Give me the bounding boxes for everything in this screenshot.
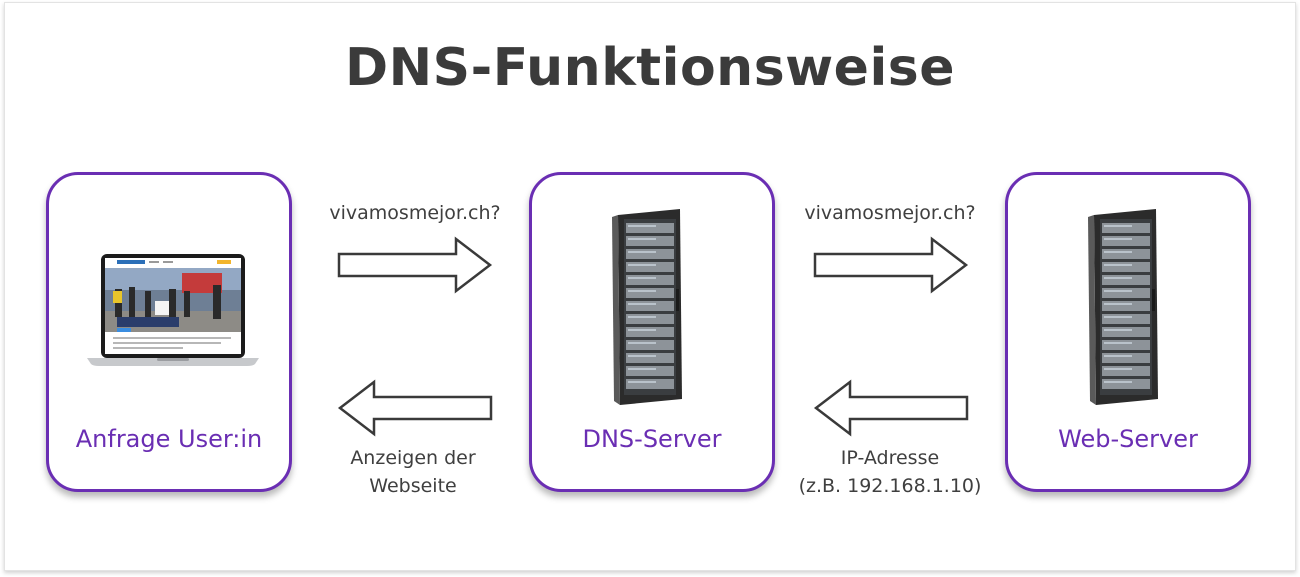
ip-address-label-line-2: (z.B. 192.168.1.10): [798, 475, 982, 497]
diagram-title: DNS-Funktionsweise: [345, 38, 955, 98]
arrow-left-icon: [337, 379, 493, 437]
query-label-1: vivamosmejor.ch?: [329, 202, 501, 224]
web-server-box: Web-Server: [1005, 172, 1251, 492]
laptop-icon: [87, 254, 259, 366]
server-rack-icon: [1088, 209, 1158, 405]
dns-server-box: DNS-Server: [529, 172, 775, 492]
query-label-2: vivamosmejor.ch?: [804, 202, 976, 224]
display-label-line-1: Anzeigen der: [350, 447, 476, 469]
ip-address-label: IP-Adresse (z.B. 192.168.1.10): [780, 444, 1000, 500]
arrow-right-icon: [337, 236, 493, 294]
ip-address-label-line-1: IP-Adresse: [840, 447, 940, 469]
display-label: Anzeigen der Webseite: [318, 444, 508, 500]
arrow-left-icon: [813, 379, 969, 437]
dns-box-label: DNS-Server: [582, 425, 722, 453]
user-box-label: Anfrage User:in: [75, 425, 263, 453]
user-box: Anfrage User:in: [46, 172, 292, 492]
server-rack-icon: [612, 209, 682, 405]
display-label-line-2: Webseite: [369, 475, 457, 497]
web-box-label: Web-Server: [1058, 425, 1198, 453]
arrow-right-icon: [813, 236, 969, 294]
